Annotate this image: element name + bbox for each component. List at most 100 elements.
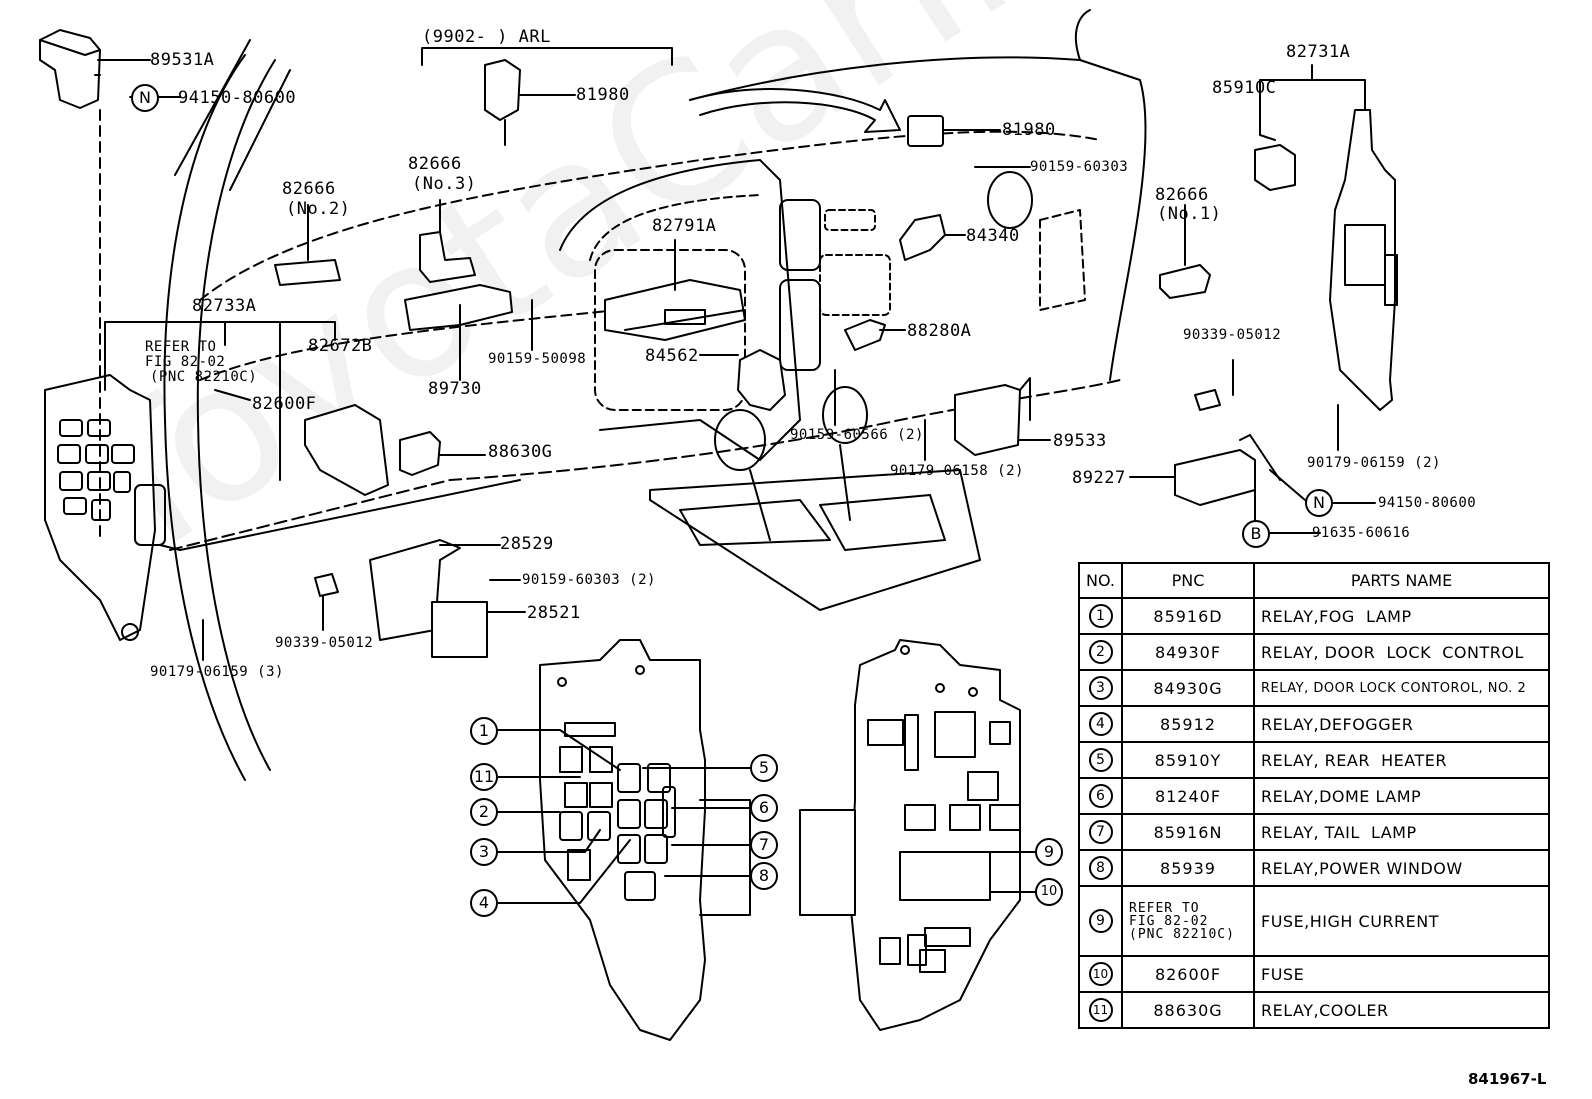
callout-82666-no3-sub: (No.3) <box>412 174 477 194</box>
row-pnc: 88630G <box>1121 991 1255 1029</box>
callout-28521: 28521 <box>527 603 581 623</box>
relay-89531a <box>39 29 101 109</box>
relay-callout-6: 6 <box>750 794 778 822</box>
refer-note-line-3: (PNC 82210C) <box>150 369 258 385</box>
callout-82791a: 82791A <box>652 216 717 236</box>
relay-callout-8: 8 <box>750 862 778 890</box>
row-parts-name: FUSE <box>1253 955 1550 993</box>
row-number-circle: 8 <box>1088 856 1113 880</box>
callout-82666-no3: 82666 <box>408 154 462 174</box>
callout-82600f: 82600F <box>252 394 317 414</box>
callout-94150-80600-right: 94150-80600 <box>1378 495 1477 511</box>
callout-90159-60303-2: 90159-60303 (2) <box>522 572 656 588</box>
relay-81980-mid <box>907 115 944 147</box>
relay-88630g <box>399 431 441 476</box>
row-parts-name: RELAY,DEFOGGER <box>1253 705 1550 743</box>
leader-lines <box>97 47 1376 904</box>
row-number-circle: 3 <box>1088 676 1113 700</box>
row-pnc: 82600F <box>1121 955 1255 993</box>
left-junction-block <box>44 374 166 641</box>
module-89227 <box>1174 434 1281 506</box>
callout-82733a: 82733A <box>192 296 257 316</box>
relay-callout-11: 11 <box>470 763 498 791</box>
relay-callout-7: 7 <box>750 831 778 859</box>
bracket-89730 <box>404 284 513 331</box>
callout-84340: 84340 <box>966 226 1020 246</box>
callout-84562: 84562 <box>645 346 699 366</box>
callout-90159-50098: 90159-50098 <box>488 351 587 367</box>
callout-89531a: 89531A <box>150 50 215 70</box>
row-number-circle: 10 <box>1088 962 1113 986</box>
relay-82666-no3 <box>419 231 476 283</box>
callout-89533: 89533 <box>1053 431 1107 451</box>
relay-block-left <box>539 639 751 1041</box>
row-parts-name: RELAY, DOOR LOCK CONTOROL, NO. 2 <box>1253 669 1550 707</box>
row-parts-name: RELAY,COOLER <box>1253 991 1550 1029</box>
parts-table-row: 9 REFER TO FIG 82-02 (PNC 82210C)FUSE,HIG… <box>1078 885 1550 957</box>
row-number: 3 <box>1078 669 1123 707</box>
row-number: 11 <box>1078 991 1123 1029</box>
row-number: 1 <box>1078 597 1123 635</box>
relay-82666-no1 <box>1159 264 1211 299</box>
row-number: 10 <box>1078 955 1123 993</box>
symbol-b-circle: B <box>1242 520 1270 548</box>
row-number-circle: 2 <box>1088 640 1113 664</box>
callout-28529: 28529 <box>500 534 554 554</box>
row-pnc: 85910Y <box>1121 741 1255 779</box>
callout-88280a: 88280A <box>907 321 972 341</box>
callout-90159-60303-top: 90159-60303 <box>1030 159 1129 175</box>
row-parts-name: RELAY, TAIL LAMP <box>1253 813 1550 851</box>
row-pnc: REFER TO FIG 82-02 (PNC 82210C) <box>1121 885 1255 957</box>
switch-84340 <box>899 214 946 261</box>
callout-81980-top: 81980 <box>576 85 630 105</box>
callout-82731a: 82731A <box>1286 42 1351 62</box>
bracket-28529 <box>369 539 461 641</box>
row-number-circle: 6 <box>1088 784 1113 808</box>
relay-89533 <box>954 377 1031 456</box>
center-console <box>559 159 1086 611</box>
row-pnc: 85912 <box>1121 705 1255 743</box>
row-number-circle: 5 <box>1088 748 1113 772</box>
fuse-block-right <box>799 639 1021 1031</box>
row-pnc: 85916N <box>1121 813 1255 851</box>
callout-89730: 89730 <box>428 379 482 399</box>
row-pnc: 84930F <box>1121 633 1255 671</box>
row-parts-name: RELAY, DOOR LOCK CONTROL <box>1253 633 1550 671</box>
header-pnc: PNC <box>1121 562 1255 599</box>
collar-90339-left <box>314 573 339 597</box>
row-pnc: 85939 <box>1121 849 1255 887</box>
row-pnc: 84930G <box>1121 669 1255 707</box>
callout-82672b: 82672B <box>308 336 373 356</box>
callout-88630g: 88630G <box>488 442 553 462</box>
callout-90179-06159-3: 90179-06159 (3) <box>150 664 284 680</box>
relay-85910c <box>1254 144 1296 191</box>
direction-arrow <box>689 88 901 133</box>
fuse-callout-9: 9 <box>1035 838 1063 866</box>
row-number-circle: 9 <box>1088 909 1113 933</box>
relay-callout-1: 1 <box>470 717 498 745</box>
row-parts-name: RELAY, REAR HEATER <box>1253 741 1550 779</box>
parts-table-header: NO. PNC PARTS NAME <box>1078 562 1550 599</box>
row-parts-name: FUSE,HIGH CURRENT <box>1253 885 1550 957</box>
callout-89227: 89227 <box>1072 468 1126 488</box>
header-parts-name: PARTS NAME <box>1253 562 1550 599</box>
callout-81980-mid: 81980 <box>1002 120 1056 140</box>
relay-callout-3: 3 <box>470 838 498 866</box>
callout-82666-no2-sub: (No.2) <box>286 199 351 219</box>
callout-90339-05012-right: 90339-05012 <box>1183 327 1282 343</box>
box-82672b <box>304 404 389 496</box>
collar-90339-right <box>1194 389 1221 411</box>
row-number: 7 <box>1078 813 1123 851</box>
row-number-circle: 1 <box>1088 604 1113 628</box>
relay-82666-no2 <box>274 259 341 286</box>
